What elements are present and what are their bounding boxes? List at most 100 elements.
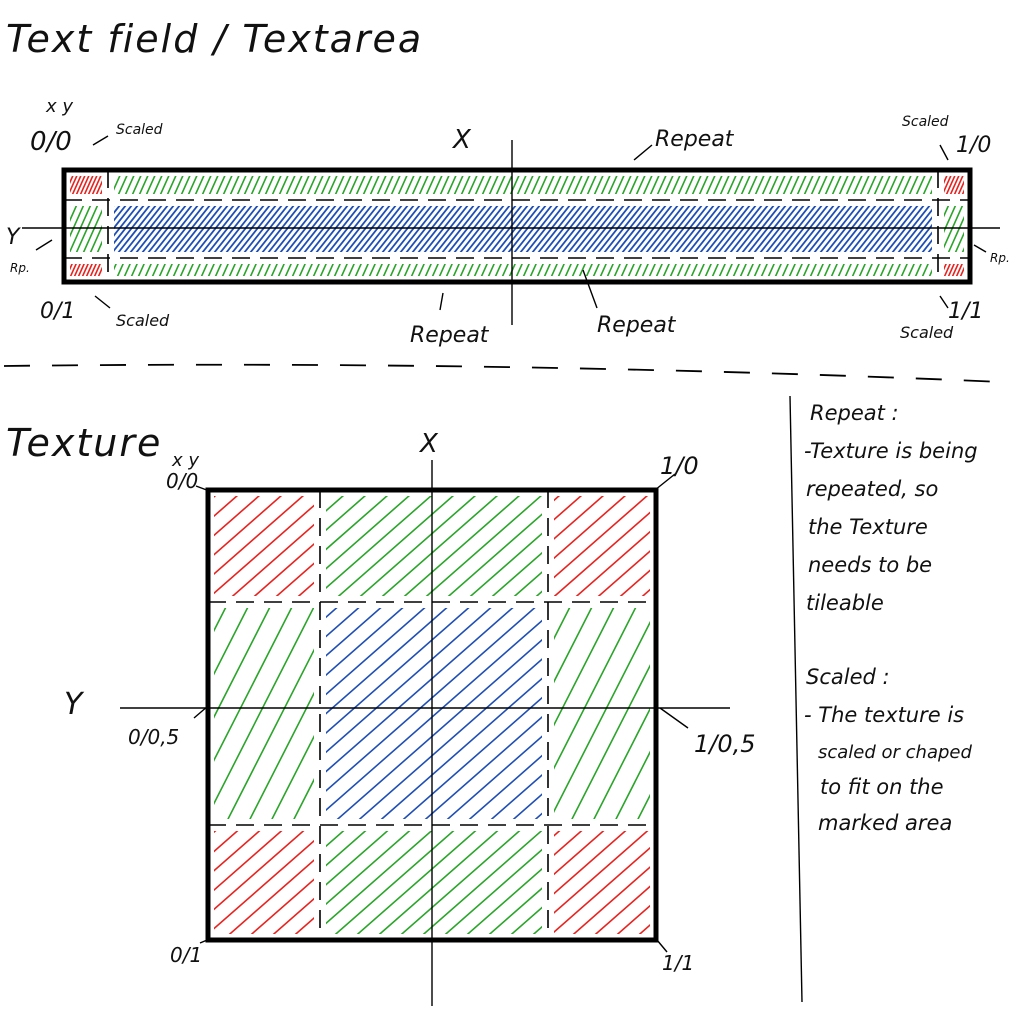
hatch-stroke [93,264,101,276]
hatch-stroke [469,532,542,596]
hatch-stroke [970,0,1024,200]
scaled-note-line: - The texture is [804,703,964,727]
hatch-stroke [1018,0,1024,282]
textfield-repeat-bottom: Repeat [410,323,490,348]
hatch-stroke [228,859,314,934]
leader-scaled-bl [94,295,111,309]
hatch-stroke [1004,143,1024,200]
hatch-stroke [437,530,587,825]
hatch-stroke [27,526,179,825]
hatch-stroke [967,714,1024,940]
hatch-stroke [966,0,1024,258]
hatch-stroke [400,831,521,934]
texture-title: Texture [6,421,162,465]
texture-region-hatch [47,790,790,940]
hatch-stroke [991,528,1024,825]
texture-x-label: X [418,429,439,459]
hatch-stroke [73,264,81,276]
texture-region-hatch [0,526,795,825]
hatch-stroke [0,526,135,825]
hatch-stroke [593,707,650,819]
hatch-stroke [554,831,627,895]
repeat-note: Repeat : -Texture is being repeated, so … [804,401,978,615]
hatch-stroke [275,562,314,596]
hatch-stroke [174,132,204,200]
textfield-scaled-tl: Scaled [116,122,163,138]
textfield-region-hatch [944,143,1024,200]
texture-region-hatch [0,528,1024,825]
texture-region-hatch [214,454,790,602]
hatch-stroke [1011,0,1024,282]
textfield-label-bottom-left: 0/1 [40,299,75,324]
hatch-stroke [468,754,542,819]
hatch-stroke [44,220,72,282]
hatch-stroke [622,454,790,602]
hatch-stroke [965,530,1024,825]
hatch-stroke [554,608,615,727]
hatch-stroke [0,526,47,825]
hatch-stroke [643,526,795,825]
hatch-stroke [297,581,314,596]
hatch-stroke [326,496,411,570]
hatch-stroke [227,648,314,819]
texture-region-hatch [437,530,1024,825]
hatch-stroke [97,266,102,276]
hatch-stroke [336,638,542,819]
hatch-stroke [326,831,367,867]
hatch-stroke [571,664,650,819]
hatch-stroke [380,454,548,602]
hatch-stroke [421,790,592,940]
hatch-stroke [70,206,85,238]
hatch-stroke [597,550,650,596]
hatch-stroke [326,831,411,906]
hatch-stroke [250,878,314,934]
hatch-stroke [0,528,252,825]
hatch-stroke [1008,0,1024,258]
hatch-stroke [944,206,957,234]
hatch-stroke [619,790,790,940]
hatch-stroke [0,165,4,258]
scaled-note-line: marked area [818,811,952,835]
hatch-stroke [948,0,1024,258]
notes-divider [789,395,803,1003]
hatch-stroke [615,750,650,819]
texture-y-label: Y [64,687,85,722]
hatch-stroke [1012,143,1024,200]
hatch-stroke [214,496,283,556]
hatch-stroke [153,714,411,940]
hatch-stroke [214,496,261,537]
hatch-stroke [253,543,314,596]
hatch-stroke [989,714,1024,940]
hatch-stroke [966,457,1024,602]
scaled-note-line: scaled or chaped [818,742,972,763]
hatch-stroke [554,496,561,502]
repeat-note-line: tileable [806,591,884,615]
textfield-region-hatch [44,220,102,282]
hatch-stroke [967,176,1004,258]
hatch-stroke [114,132,144,200]
leader-texture-bl [199,937,213,944]
hatch-stroke [771,206,811,252]
hatch-stroke [954,0,1024,258]
hatch-stroke [998,0,1024,200]
hatch-stroke [214,831,239,853]
hatch-stroke [214,496,239,518]
texture-region-hatch [153,714,1024,940]
hatch-stroke [110,132,140,200]
scaled-note-title: Scaled : [806,665,890,689]
hatch-stroke [947,528,1024,825]
hatch-stroke [231,523,314,596]
hatch-stroke [687,206,727,252]
hatch-stroke [194,132,224,200]
hatch-stroke [446,735,542,819]
hatch-stroke [1014,0,1024,258]
hatch-stroke [957,180,964,194]
hatch-stroke [990,0,1024,258]
hatch-stroke [944,457,1024,602]
hatch-stroke [961,247,964,252]
hatch-stroke [202,132,232,200]
hatch-stroke [47,790,218,940]
hatch-stroke [553,790,724,940]
hatch-stroke [99,189,102,194]
hatch-stroke [326,608,514,773]
